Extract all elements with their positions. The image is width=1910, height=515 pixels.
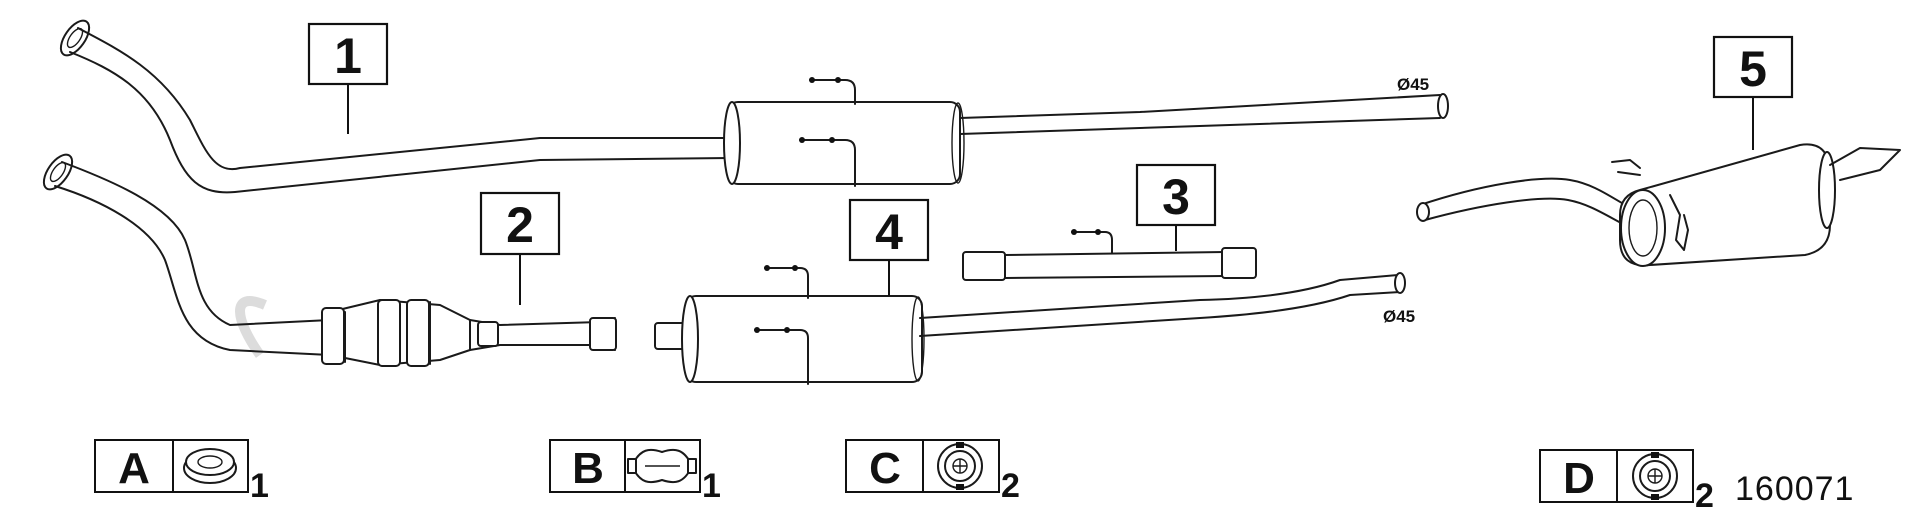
diameter-label-part-1: Ø45	[1397, 75, 1429, 94]
legend-c-letter: C	[869, 444, 901, 493]
pipe-clamp-icon	[627, 448, 697, 484]
legend-item-b: B 1	[549, 439, 721, 505]
legend-item-c: C 2	[845, 439, 1020, 505]
ghost-outline	[235, 296, 267, 358]
callout-2-label: 2	[506, 197, 534, 253]
legend-a-qty: 1	[250, 467, 269, 505]
callout-1-label: 1	[334, 28, 362, 84]
callout-1: 1	[307, 22, 389, 134]
legend-item-d: D 2	[1539, 449, 1714, 515]
part-5-rear-silencer	[1416, 143, 1901, 267]
callout-3: 3	[1135, 163, 1217, 251]
part-4-middle-silencer	[654, 265, 1406, 385]
callout-5-label: 5	[1739, 41, 1767, 97]
legend-a-letter: A	[118, 444, 150, 493]
part-2-catalytic-converter-pipe	[42, 153, 617, 367]
callout-2: 2	[479, 191, 561, 305]
rubber-mount-icon	[937, 442, 983, 490]
callout-4-label: 4	[875, 204, 903, 260]
legend-d-letter: D	[1563, 454, 1595, 503]
callout-3-label: 3	[1162, 169, 1190, 225]
legend-item-a: A 1	[94, 439, 269, 505]
diameter-label-part-4: Ø45	[1383, 307, 1415, 326]
legend-b-letter: B	[572, 444, 604, 493]
part-1-front-pipe-with-middle-silencer	[59, 19, 1449, 194]
rubber-mount-icon	[1632, 452, 1678, 500]
callout-4: 4	[848, 198, 930, 296]
legend-c-qty: 2	[1001, 467, 1020, 505]
legend-b-qty: 1	[702, 467, 721, 505]
part-3-intermediate-pipe	[962, 229, 1257, 281]
callout-5: 5	[1712, 35, 1794, 150]
legend-d-qty: 2	[1695, 477, 1714, 515]
gasket-ring-icon	[183, 448, 237, 484]
diagram-reference-number: 160071	[1735, 470, 1854, 508]
